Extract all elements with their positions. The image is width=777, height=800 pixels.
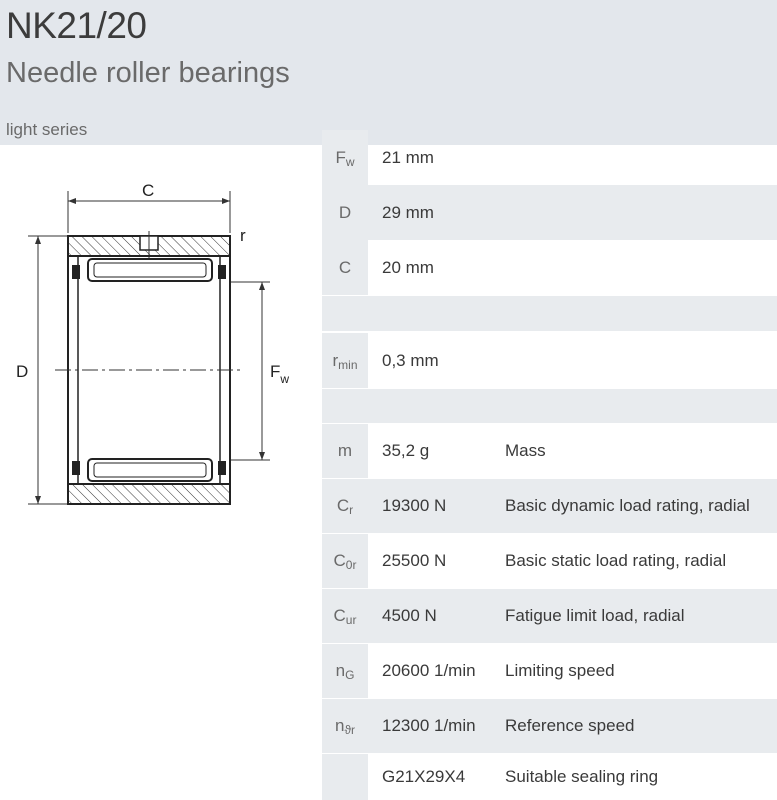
product-subtitle: Needle roller bearings [6, 57, 290, 89]
prop-seal-value: G21X29X4 [382, 767, 466, 786]
dim-d-symbol: D [322, 185, 368, 240]
prop-cr-value: 19300 N [368, 479, 498, 533]
product-title: NK21/20 [6, 5, 147, 46]
label-c: C [142, 181, 154, 200]
label-d: D [16, 362, 28, 381]
dim-d-value: 29 mm [368, 185, 777, 240]
dim-c-symbol: C [322, 240, 368, 295]
label-r: r [240, 226, 246, 245]
label-fw: Fw [270, 362, 289, 386]
gap-band [322, 389, 777, 423]
prop-cur-desc: Fatigue limit load, radial [498, 589, 777, 643]
prop-mass-desc: Mass [505, 441, 546, 460]
prop-nr-value: 12300 1/min [368, 699, 498, 753]
prop-ng-value: 20600 1/min [382, 661, 476, 680]
prop-cr-desc: Basic dynamic load rating, radial [498, 479, 777, 533]
product-series: light series [6, 120, 88, 139]
prop-seal-desc: Suitable sealing ring [505, 767, 659, 786]
prop-mass-symbol: m [322, 424, 368, 478]
prop-c0r-desc: Basic static load rating, radial [505, 551, 727, 570]
prop-cur-value: 4500 N [368, 589, 498, 643]
gap-band [322, 296, 777, 331]
rmin-value: 0,3 mm [382, 350, 439, 370]
prop-nr-desc: Reference speed [498, 699, 777, 753]
prop-ng-desc: Limiting speed [505, 661, 615, 680]
dim-c-value: 20 mm [382, 257, 434, 277]
prop-mass-value: 35,2 g [382, 441, 430, 460]
prop-seal-symbol [322, 754, 368, 800]
prop-c0r-value: 25500 N [382, 551, 447, 570]
header-band: NK21/20 Needle roller bearings light ser… [0, 0, 777, 145]
bearing-drawing: C r D Fw [16, 181, 289, 505]
dim-fw-value: 21 mm [382, 147, 434, 167]
